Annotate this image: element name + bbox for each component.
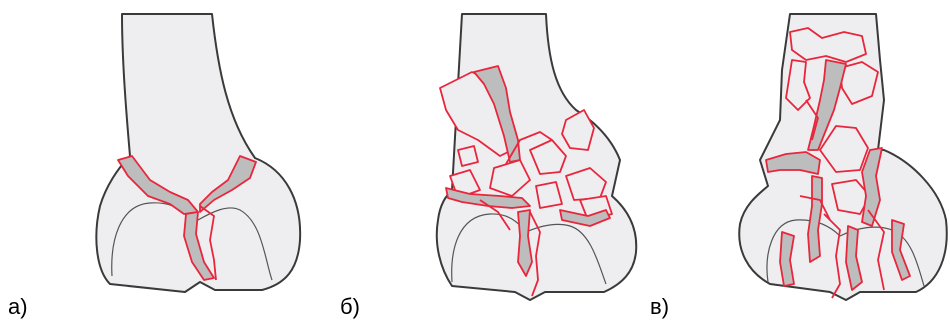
fragment-b1 <box>458 146 478 166</box>
panel-a-diagram <box>96 14 300 292</box>
panel-b-diagram <box>437 14 636 300</box>
fracture-gap-b4 <box>518 210 532 276</box>
panel-label-v: в) <box>650 296 669 318</box>
panel-label-b: б) <box>340 296 360 318</box>
panel-label-a: а) <box>8 296 28 318</box>
panel-c-diagram <box>739 14 947 300</box>
